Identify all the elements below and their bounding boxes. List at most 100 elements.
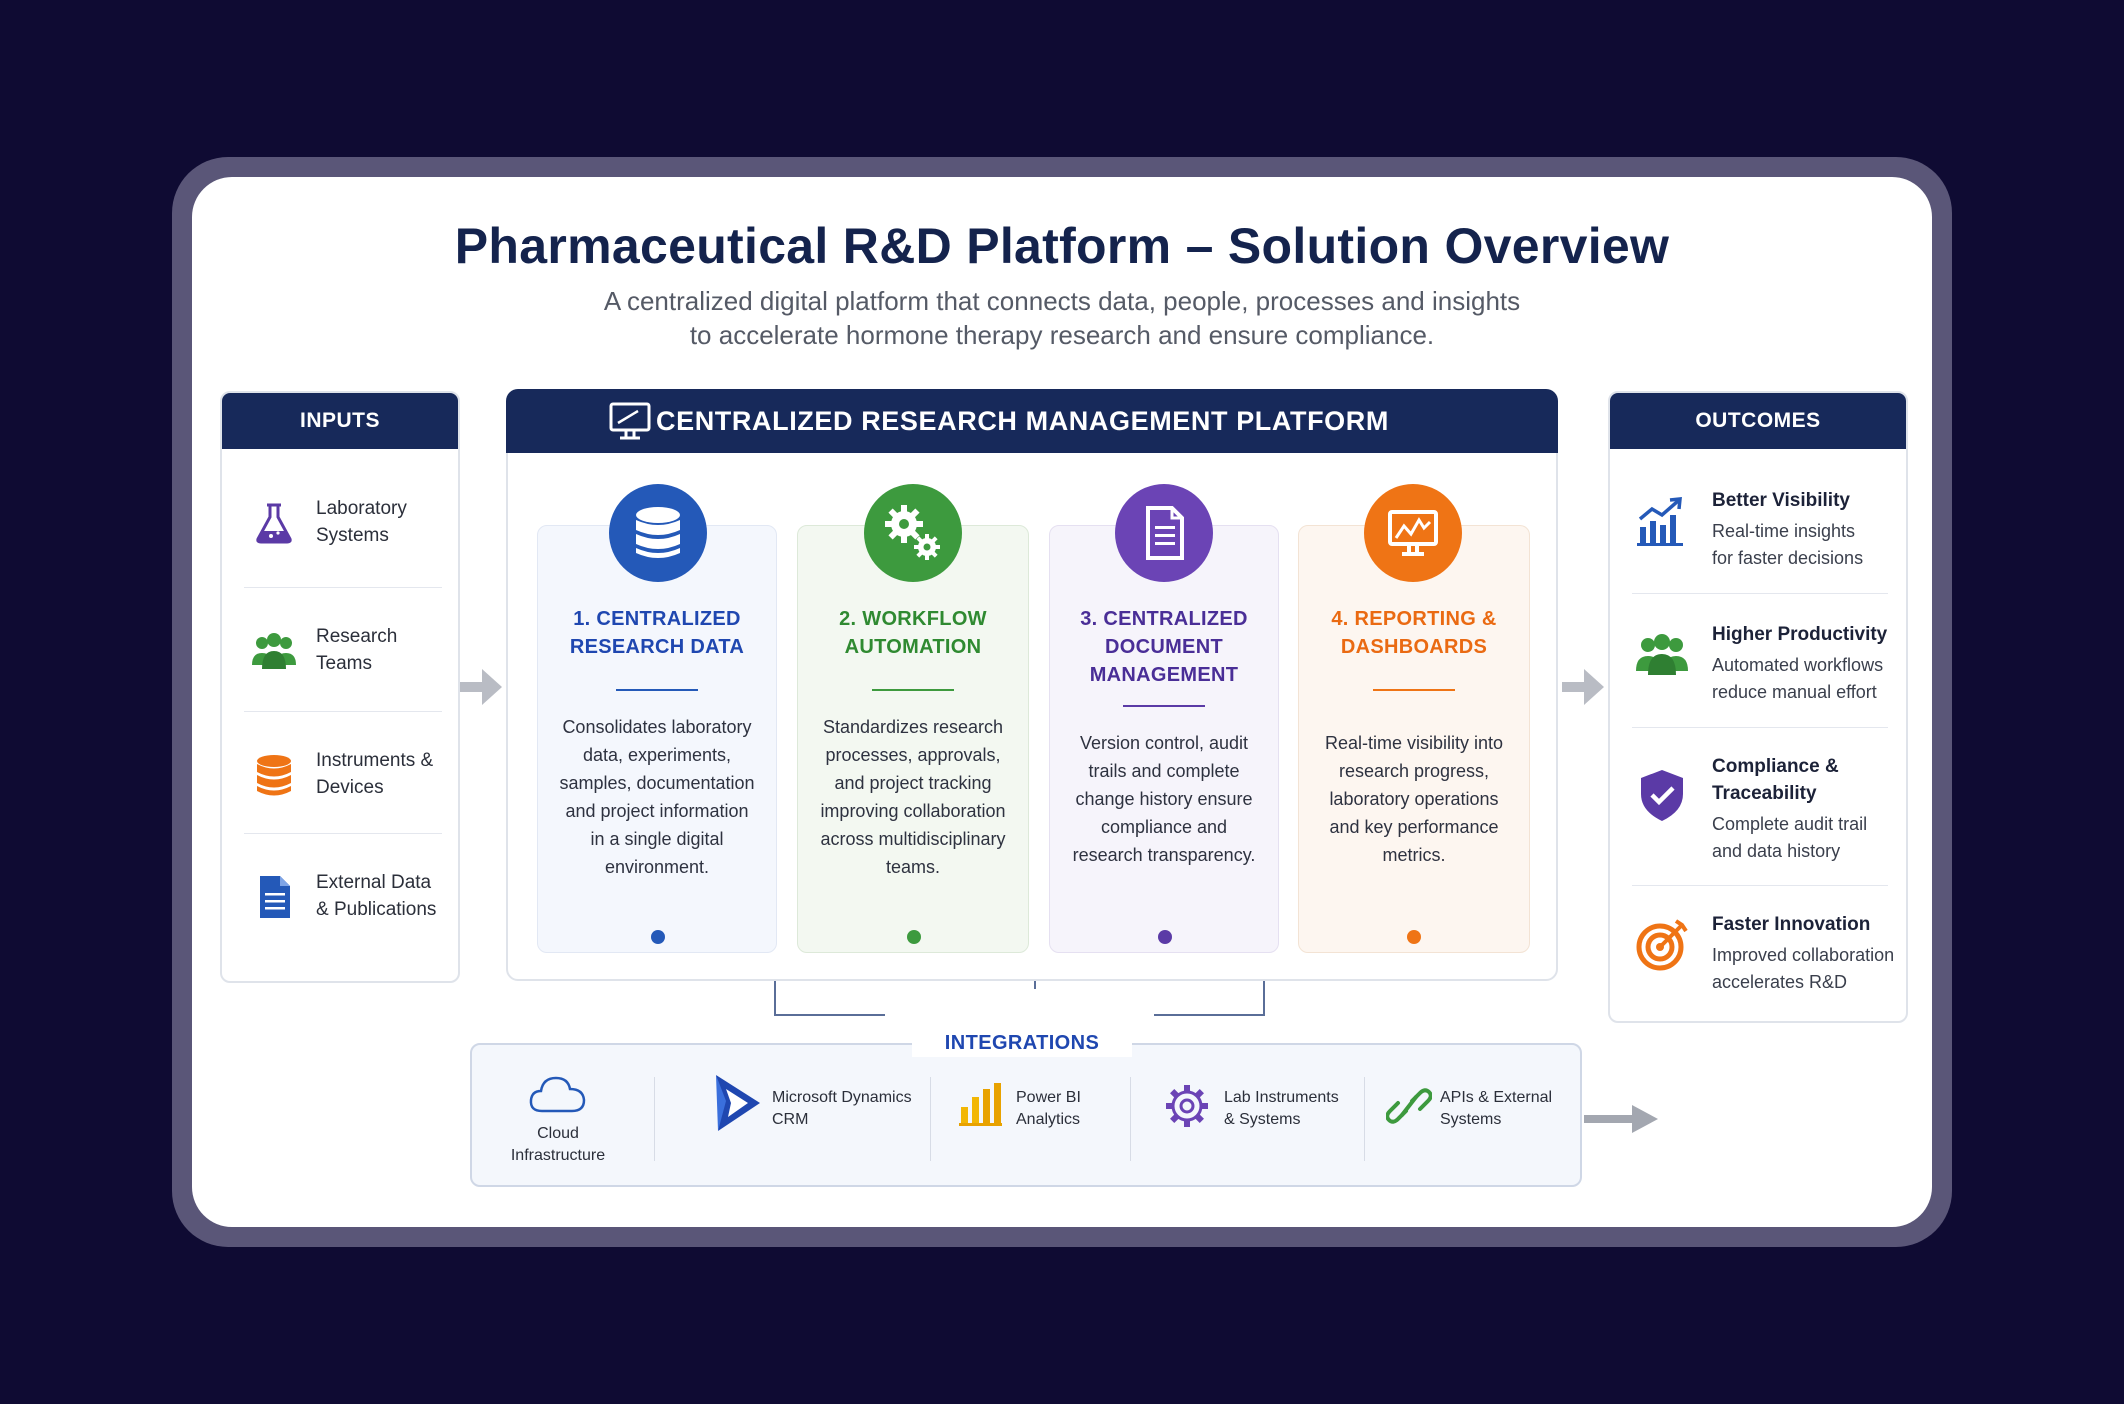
card-desc-line: Consolidates laboratory bbox=[562, 717, 752, 737]
input-item-laboratory: Laboratory Systems bbox=[242, 461, 442, 581]
link-icon bbox=[1386, 1088, 1432, 1124]
card-title-line: MANAGEMENT bbox=[1089, 664, 1239, 686]
card-title-line: AUTOMATION bbox=[844, 636, 982, 658]
card-desc-line: research transparency. bbox=[1072, 845, 1256, 865]
card-1-icon-circle bbox=[609, 484, 707, 582]
outcome-head-line: Traceability bbox=[1712, 783, 1817, 804]
integration-label-line2: & Systems bbox=[1224, 1111, 1301, 1128]
gears-icon bbox=[885, 505, 940, 560]
divider bbox=[1632, 885, 1888, 886]
divider bbox=[244, 587, 442, 588]
outcome-faster-innovation: Faster Innovation Improved collaboration… bbox=[1630, 911, 1900, 1001]
integration-dynamics: Microsoft Dynamics CRM bbox=[772, 1087, 942, 1131]
card-1-connector-dot bbox=[651, 930, 665, 944]
card-desc-line: environment. bbox=[604, 857, 710, 877]
database-icon bbox=[257, 755, 291, 796]
card-desc-line: across multidisciplinary bbox=[820, 829, 1006, 849]
outcome-head-line: Compliance & bbox=[1712, 756, 1839, 777]
card-desc-line: research progress, bbox=[1338, 761, 1490, 781]
dashboard-icon bbox=[1388, 510, 1438, 556]
card-desc-line: teams. bbox=[885, 857, 941, 877]
page-subtitle: A centralized digital platform that conn… bbox=[512, 284, 1612, 352]
integration-label-line2: CRM bbox=[772, 1111, 809, 1128]
outcome-head-line: Faster Innovation bbox=[1712, 914, 1871, 935]
bar-chart-icon bbox=[959, 1083, 1002, 1126]
input-label-line2: Teams bbox=[316, 653, 372, 674]
card-desc-line: metrics. bbox=[1382, 845, 1446, 865]
document-icon bbox=[260, 876, 290, 918]
dynamics-icon bbox=[716, 1075, 760, 1131]
card-title-line: DASHBOARDS bbox=[1340, 636, 1488, 658]
integration-label-line2: Analytics bbox=[1016, 1111, 1081, 1128]
people-icon bbox=[252, 633, 296, 669]
card-title-line: 4. REPORTING & bbox=[1331, 608, 1497, 630]
integration-lab-instruments: Lab Instruments & Systems bbox=[1224, 1087, 1374, 1131]
target-icon bbox=[1636, 919, 1688, 971]
card-1-underline bbox=[616, 689, 698, 691]
card-reporting-dashboards bbox=[1298, 525, 1530, 953]
card-desc-line: Real-time visibility into bbox=[1324, 733, 1504, 753]
outcome-higher-productivity: Higher Productivity Automated workflows … bbox=[1630, 621, 1900, 711]
input-label-line1: Research bbox=[316, 626, 398, 647]
outcome-desc-line: Improved collaboration bbox=[1712, 945, 1895, 965]
card-desc-line: Version control, audit bbox=[1079, 733, 1249, 753]
integration-label-line1: Power BI bbox=[1016, 1089, 1081, 1106]
subtitle-line-2: to accelerate hormone therapy research a… bbox=[689, 320, 1435, 350]
divider bbox=[244, 711, 442, 712]
card-title-line: 3. CENTRALIZED bbox=[1080, 608, 1248, 630]
integration-separator bbox=[654, 1077, 655, 1161]
card-4-description: Real-time visibility into research progr… bbox=[1298, 729, 1530, 869]
cloud-icon bbox=[529, 1076, 586, 1113]
input-label-line1: Laboratory bbox=[316, 498, 407, 519]
shield-icon bbox=[1641, 770, 1683, 821]
input-label-line1: Instruments & bbox=[316, 750, 434, 771]
card-desc-line: and project tracking bbox=[834, 773, 992, 793]
integration-separator bbox=[1364, 1077, 1365, 1161]
integrations-title: INTEGRATIONS bbox=[912, 1029, 1132, 1057]
platform-header: CENTRALIZED RESEARCH MANAGEMENT PLATFORM bbox=[506, 389, 1558, 453]
card-desc-line: and project information bbox=[565, 801, 749, 821]
integration-label-line2: Infrastructure bbox=[510, 1147, 606, 1164]
card-1-title: 1. CENTRALIZED RESEARCH DATA bbox=[537, 605, 777, 661]
integrations-panel bbox=[470, 1043, 1582, 1187]
card-title-line: 2. WORKFLOW bbox=[839, 608, 987, 630]
integration-label-line1: Cloud bbox=[537, 1125, 579, 1142]
integration-separator bbox=[1130, 1077, 1131, 1161]
outcome-desc-line: accelerates R&D bbox=[1712, 972, 1848, 992]
integration-label-line1: APIs & External bbox=[1440, 1089, 1553, 1106]
chart-icon bbox=[1637, 497, 1683, 546]
flask-icon bbox=[256, 503, 292, 544]
card-desc-line: and key performance bbox=[1329, 817, 1499, 837]
card-3-connector-dot bbox=[1158, 930, 1172, 944]
card-2-title: 2. WORKFLOW AUTOMATION bbox=[797, 605, 1029, 661]
card-title-line: 1. CENTRALIZED bbox=[573, 608, 741, 630]
outcome-desc-line: Real-time insights bbox=[1712, 521, 1856, 541]
subtitle-line-1: A centralized digital platform that conn… bbox=[603, 286, 1521, 316]
card-4-title: 4. REPORTING & DASHBOARDS bbox=[1298, 605, 1530, 661]
card-desc-line: samples, documentation bbox=[559, 773, 755, 793]
integration-separator bbox=[930, 1077, 931, 1161]
card-desc-line: laboratory operations bbox=[1329, 789, 1499, 809]
card-desc-line: data, experiments, bbox=[582, 745, 732, 765]
input-label-line2: Systems bbox=[316, 525, 389, 546]
outcome-head-line: Higher Productivity bbox=[1712, 624, 1888, 645]
people-icon bbox=[1636, 634, 1688, 675]
integration-cloud: Cloud Infrastructure bbox=[488, 1123, 628, 1167]
card-3-icon-circle bbox=[1115, 484, 1213, 582]
card-desc-line: processes, approvals, bbox=[825, 745, 1001, 765]
card-3-description: Version control, audit trails and comple… bbox=[1049, 729, 1279, 869]
inputs-panel: INPUTS Laboratory Systems Research bbox=[220, 391, 460, 983]
outcome-desc-line: Automated workflows bbox=[1712, 655, 1884, 675]
page-title: Pharmaceutical R&D Platform – Solution O… bbox=[454, 218, 1670, 274]
card-desc-line: in a single digital bbox=[590, 829, 724, 849]
database-icon bbox=[636, 507, 680, 558]
card-centralized-research-data bbox=[537, 525, 777, 953]
input-label-line1: External Data bbox=[316, 872, 432, 893]
integration-label-line1: Microsoft Dynamics bbox=[772, 1089, 912, 1106]
outcome-compliance-traceability: Compliance & Traceability Complete audit… bbox=[1630, 753, 1900, 865]
outcome-desc-line: for faster decisions bbox=[1712, 548, 1864, 568]
card-1-description: Consolidates laboratory data, experiment… bbox=[537, 713, 777, 881]
input-item-external-data: External Data & Publications bbox=[242, 835, 442, 955]
card-2-icon-circle bbox=[864, 484, 962, 582]
divider bbox=[1632, 593, 1888, 594]
